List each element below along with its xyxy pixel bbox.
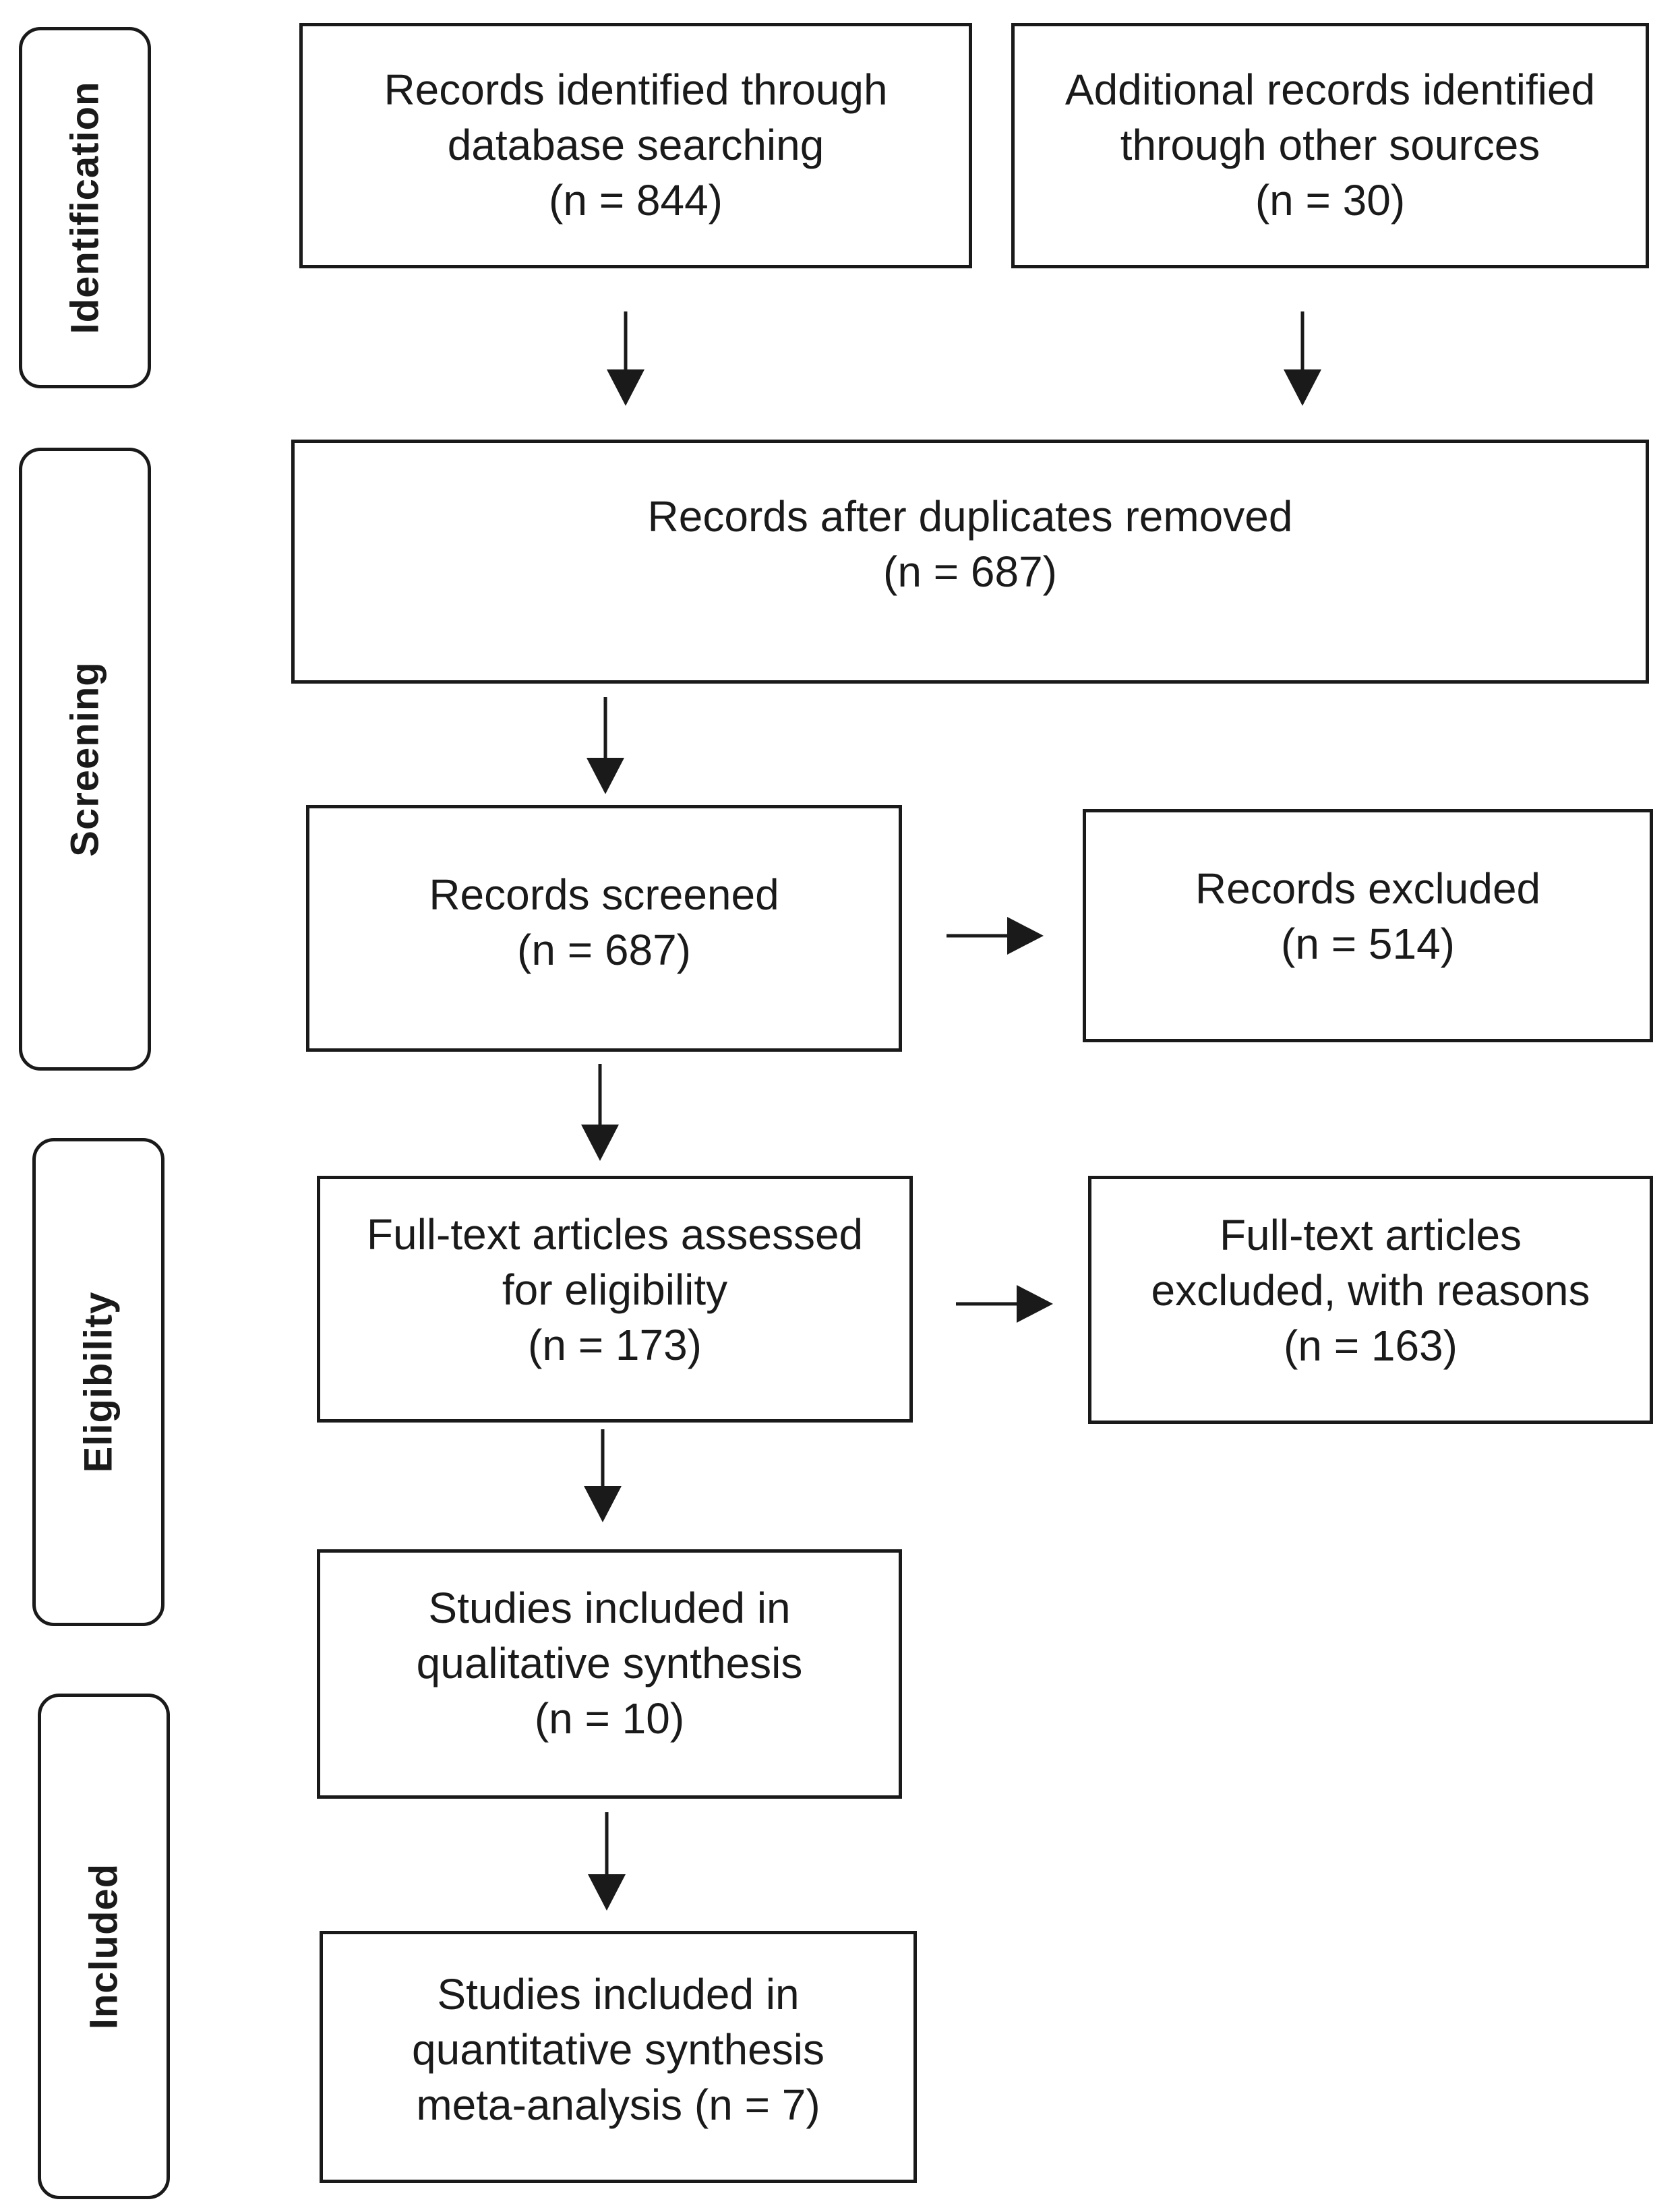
database-search-line-1: Records identified through <box>384 65 888 115</box>
fulltext-assessed-line-1: Full-text articles assessed <box>366 1210 864 1259</box>
qualitative-line-1: Studies included in <box>428 1584 791 1633</box>
fulltext-assessed-count: (n = 173) <box>528 1320 702 1369</box>
arrowhead-fulltext-to-excluded <box>1017 1285 1053 1323</box>
qualitative-count: (n = 10) <box>534 1694 685 1743</box>
fulltext-assessed-box: Full-text articles assessed for eligibil… <box>317 1176 913 1423</box>
arrowhead-fulltext-to-qualitative <box>584 1486 622 1522</box>
duplicates-removed-line-1: Records after duplicates removed <box>647 492 1293 541</box>
stage-eligibility-label: Eligibility <box>76 1291 121 1473</box>
qualitative-synthesis-box: Studies included in qualitative synthesi… <box>317 1549 902 1799</box>
arrowhead-duplicates-to-screened <box>587 758 624 794</box>
other-sources-line-1: Additional records identified <box>1064 65 1596 115</box>
fulltext-excluded-line-2: excluded, with reasons <box>1151 1266 1590 1315</box>
stage-screening-label: Screening <box>63 661 107 857</box>
records-excluded-box: Records excluded (n = 514) <box>1083 809 1653 1042</box>
other-sources-line-2: through other sources <box>1120 121 1540 170</box>
arrowhead-screened-to-fulltext <box>581 1125 619 1161</box>
fulltext-excluded-line-1: Full-text articles <box>1219 1211 1522 1260</box>
arrowhead-screened-to-excluded <box>1007 917 1044 955</box>
records-screened-count: (n = 687) <box>517 926 691 974</box>
stage-included: Included <box>38 1694 170 2199</box>
arrowhead-database-to-duplicates <box>607 369 644 406</box>
stage-included-label: Included <box>82 1863 126 2030</box>
database-search-box: Records identified through database sear… <box>299 23 972 268</box>
fulltext-excluded-count: (n = 163) <box>1284 1321 1458 1370</box>
quantitative-line-2: quantitative synthesis <box>412 2025 824 2074</box>
records-screened-line-1: Records screened <box>429 870 779 920</box>
fulltext-assessed-line-2: for eligibility <box>502 1265 728 1315</box>
records-excluded-line-1: Records excluded <box>1195 864 1541 914</box>
other-sources-box: Additional records identified through ot… <box>1011 23 1649 268</box>
duplicates-removed-count: (n = 687) <box>883 547 1057 596</box>
records-screened-box: Records screened (n = 687) <box>306 805 902 1052</box>
stage-identification-label: Identification <box>63 81 107 334</box>
quantitative-synthesis-box: Studies included in quantitative synthes… <box>320 1931 917 2183</box>
stage-screening: Screening <box>19 448 151 1071</box>
arrowhead-qualitative-to-quantitative <box>588 1874 626 1911</box>
stage-eligibility: Eligibility <box>32 1138 164 1626</box>
stage-identification: Identification <box>19 27 151 388</box>
duplicates-removed-box: Records after duplicates removed (n = 68… <box>291 440 1649 684</box>
database-search-line-2: database searching <box>447 121 824 170</box>
database-search-count: (n = 844) <box>549 175 723 225</box>
records-excluded-count: (n = 514) <box>1281 920 1455 968</box>
quantitative-line-3: meta-analysis (n = 7) <box>416 2080 820 2129</box>
other-sources-count: (n = 30) <box>1255 175 1406 225</box>
quantitative-line-1: Studies included in <box>437 1970 800 2019</box>
qualitative-line-2: qualitative synthesis <box>416 1639 803 1688</box>
fulltext-excluded-box: Full-text articles excluded, with reason… <box>1088 1176 1653 1424</box>
arrowhead-other-to-duplicates <box>1284 369 1321 406</box>
